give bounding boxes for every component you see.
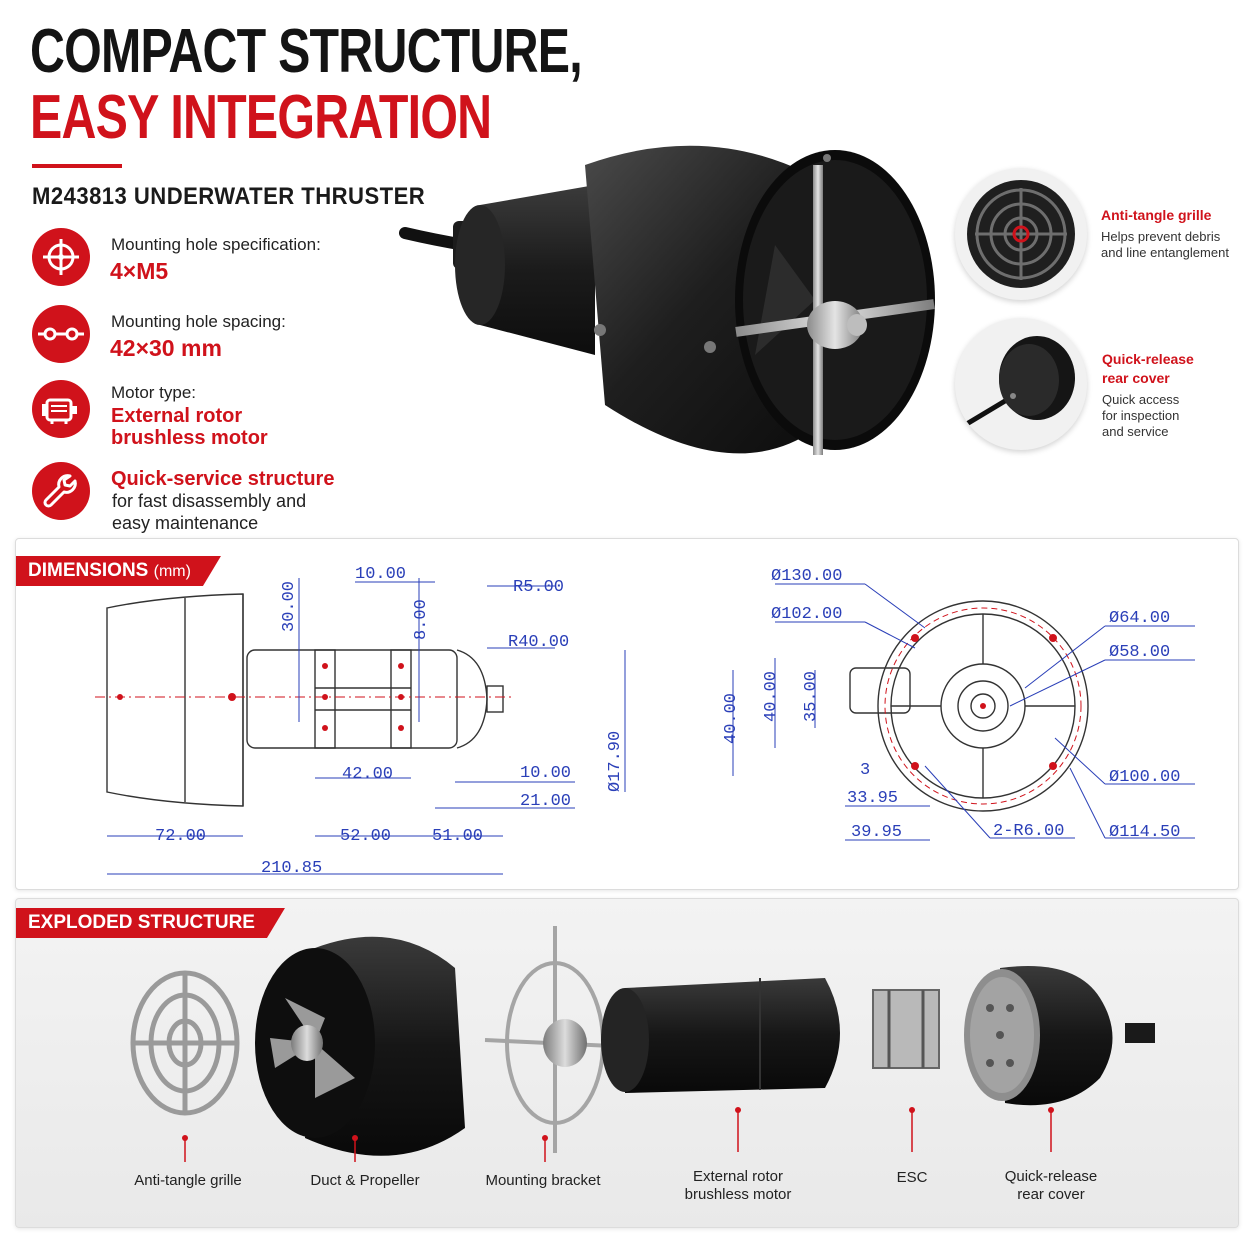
dimension-drawing: 72.00 52.00 51.00 210.85 42.00 10.00 21.… [95,565,1195,878]
product-name: M243813 UNDERWATER THRUSTER [32,183,426,210]
dim-10: 10.00 [355,565,406,584]
callout-grille-text-1: Helps prevent debris [1101,229,1221,244]
exploded-tag: EXPLODED STRUCTURE [16,908,285,938]
dim-72: 72.00 [155,827,206,846]
part-label-grille: Anti-tangle grille [134,1172,242,1189]
feature-label-hole-spacing: Mounting hole spacing: [111,312,286,331]
dimensions-tag: DIMENSIONS (mm) [16,556,221,586]
title-line-2: EASY INTEGRATION [30,83,492,152]
dim-diam-114-5: Ø114.50 [1109,823,1180,842]
part-label-bracket: Mounting bracket [485,1172,601,1189]
dim-diam-58: Ø58.00 [1109,643,1170,662]
grille-part [130,970,240,1116]
title-line-1: COMPACT STRUCTURE, [30,17,583,86]
dim-21: 21.00 [520,792,571,811]
feature-desc-line2: easy maintenance [112,513,259,533]
dim-210: 210.85 [261,859,322,878]
dim-52: 52.00 [340,827,391,846]
dimensions-tag-label: DIMENSIONS [28,560,149,581]
feature-value-hole-spec: 4×M5 [110,258,169,284]
dim-diam-102: Ø102.00 [771,605,842,624]
part-label-duct: Duct & Propeller [310,1172,420,1189]
feature-label-motor: Motor type: [111,383,197,402]
hole-spacing-icon [32,305,90,363]
callout-grille-title: Anti-tangle grille [1101,207,1212,223]
exploded-drawing [130,926,1155,1162]
callout-cover-title-2: rear cover [1102,370,1170,386]
title-underline [32,164,122,168]
feature-value-hole-spacing: 42×30 mm [110,335,222,361]
part-label-motor-line1: External rotor [692,1168,784,1185]
anti-tangle-grille-image [955,168,1087,300]
dim-diam-64: Ø64.00 [1109,609,1170,628]
feature-desc-line1: for fast disassembly and [112,491,307,511]
dim-33-95: 33.95 [847,789,898,808]
callout-cover-text-1: Quick access [1102,392,1180,407]
dim-diam-130: Ø130.00 [771,567,842,586]
part-label-cover-line1: Quick-release [1004,1168,1098,1185]
callout-cover-text-2: for inspection [1102,408,1180,423]
dim-30: 30.00 [280,581,299,632]
crosshair-icon [32,228,90,286]
callout-grille-text-2: and line entanglement [1101,245,1229,260]
motor-icon [32,380,90,438]
dim-40-b: 40.00 [762,671,781,722]
dim-51: 51.00 [432,827,483,846]
part-label-motor-line2: brushless motor [684,1186,792,1203]
feature-value-quick-service: Quick-service structure [111,468,335,490]
feature-value-motor-line1: External rotor [111,405,243,427]
part-label-esc: ESC [896,1169,928,1186]
dim-35: 35.00 [802,671,821,722]
callout-cover-text-3: and service [1102,424,1169,439]
dim-42: 42.00 [342,765,393,784]
dimensions-tag-unit: (mm) [153,563,191,580]
dimensions-panel [15,538,1239,890]
part-label-cover-line2: rear cover [1017,1186,1085,1203]
thruster-hero-image [399,145,935,455]
dim-10b: 10.00 [520,764,571,783]
dim-diam-100: Ø100.00 [1109,768,1180,787]
feature-value-motor-line2: brushless motor [111,427,268,449]
dim-diam-17-9: Ø17.90 [606,731,625,792]
dim-40-a: 40.00 [722,693,741,744]
dim-8: 8.00 [412,599,431,640]
rear-cover-image [955,318,1087,450]
wrench-icon [32,462,90,520]
dim-39-95: 39.95 [851,823,902,842]
dim-2-r6: 2-R6.00 [993,822,1064,841]
dim-r5: R5.00 [513,578,564,597]
dim-r40: R40.00 [508,633,569,652]
feature-label-hole-spec: Mounting hole specification: [111,235,321,254]
callout-cover-title-1: Quick-release [1102,351,1194,367]
dim-3: 3 [860,761,870,780]
